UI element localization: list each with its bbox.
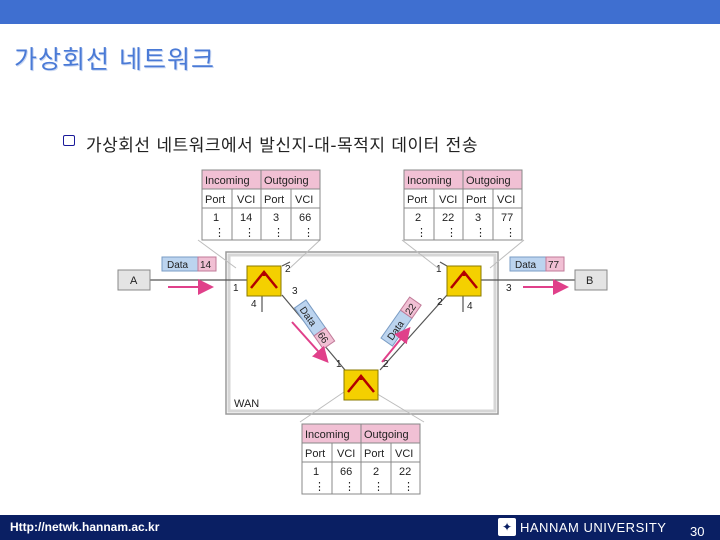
right-port-1: 1 xyxy=(436,264,442,275)
switch-table-right: Incoming Outgoing Port VCI Port VCI 2 22… xyxy=(403,169,523,241)
left-port-3: 3 xyxy=(292,286,298,297)
table-left-dots-4: ⋮ xyxy=(303,227,314,239)
host-b xyxy=(574,269,608,291)
switch-bottom xyxy=(343,369,379,401)
table-right-vci-in: VCI xyxy=(439,194,457,206)
table-left-outgoing: Outgoing xyxy=(264,175,309,187)
table-right-out-port-value: 3 xyxy=(475,212,481,224)
bullet-text: 가상회선 네트워크에서 발신지-대-목적지 데이터 전송 xyxy=(86,136,478,156)
table-bottom-port-out: Port xyxy=(364,448,384,460)
table-right-incoming: Incoming xyxy=(407,175,452,187)
table-left-in-vci-value: 14 xyxy=(240,212,252,224)
table-left-port-out: Port xyxy=(264,194,284,206)
table-right-in-vci-value: 22 xyxy=(442,212,454,224)
footer-university: HANNAM UNIVERSITY xyxy=(520,520,667,535)
table-left-out-vci-value: 66 xyxy=(299,212,311,224)
table-bottom-dots-1: ⋮ xyxy=(314,481,325,493)
table-left-port-in: Port xyxy=(205,194,225,206)
table-right-dots-2: ⋮ xyxy=(446,227,457,239)
checkbox-bullet-icon xyxy=(63,135,75,146)
table-bottom-outgoing: Outgoing xyxy=(364,429,409,441)
table-left-vci-out: VCI xyxy=(295,194,313,206)
table-left-vci-in: VCI xyxy=(237,194,255,206)
host-a xyxy=(117,269,151,291)
table-left-dots-3: ⋮ xyxy=(273,227,284,239)
top-accent-bar xyxy=(0,0,720,24)
packet-right-vci: 77 xyxy=(548,260,560,271)
table-left-incoming: Incoming xyxy=(205,175,250,187)
packet-left-vci: 14 xyxy=(200,260,212,271)
right-port-3: 3 xyxy=(506,283,512,294)
bottom-port-2: 2 xyxy=(383,359,389,370)
table-left-out-port-value: 3 xyxy=(273,212,279,224)
right-port-4: 4 xyxy=(467,301,473,312)
table-bottom-dots-3: ⋮ xyxy=(373,481,384,493)
table-bottom-vci-out: VCI xyxy=(395,448,413,460)
table-bottom-dots-2: ⋮ xyxy=(344,481,355,493)
packet-left: Data 14 xyxy=(161,256,217,272)
page-number: 30 xyxy=(690,524,705,539)
table-left-in-port-value: 1 xyxy=(213,212,219,224)
left-port-4: 4 xyxy=(251,299,257,310)
table-bottom-port-in: Port xyxy=(305,448,325,460)
packet-right: Data 77 xyxy=(509,256,565,272)
table-bottom-vci-in: VCI xyxy=(337,448,355,460)
table-right-dots-1: ⋮ xyxy=(416,227,427,239)
table-right-dots-4: ⋮ xyxy=(505,227,516,239)
slide-title: 가상회선 네트워크 xyxy=(14,45,215,74)
table-right-port-out: Port xyxy=(466,194,486,206)
bottom-port-1: 1 xyxy=(336,359,342,370)
arrow-left-down xyxy=(291,321,329,363)
arrow-right-up xyxy=(381,326,411,363)
wan-label: WAN xyxy=(234,398,259,410)
table-bottom-incoming: Incoming xyxy=(305,429,350,441)
switch-table-left: Incoming Outgoing Port VCI Port VCI 1 14… xyxy=(201,169,321,241)
packet-left-data: Data xyxy=(167,260,189,271)
table-right-outgoing: Outgoing xyxy=(466,175,511,187)
table-bottom-out-vci-value: 22 xyxy=(399,466,411,478)
table-bottom-out-port-value: 2 xyxy=(373,466,379,478)
table-right-out-vci-value: 77 xyxy=(501,212,513,224)
packet-diag-left: Data 66 xyxy=(293,299,336,350)
footer-bar xyxy=(0,515,720,540)
switch-table-bottom: Incoming Outgoing Port VCI Port VCI 1 66… xyxy=(301,423,421,495)
host-a-label: A xyxy=(130,275,138,287)
packet-right-data: Data xyxy=(515,260,537,271)
switch-right xyxy=(446,265,482,297)
table-bottom-in-vci-value: 66 xyxy=(340,466,352,478)
table-bottom-in-port-value: 1 xyxy=(313,466,319,478)
left-port-2: 2 xyxy=(285,264,291,275)
right-port-2: 2 xyxy=(437,297,443,308)
table-right-port-in: Port xyxy=(407,194,427,206)
left-port-1: 1 xyxy=(233,283,239,294)
host-b-label: B xyxy=(586,275,593,287)
table-left-dots-2: ⋮ xyxy=(244,227,255,239)
table-left-dots-1: ⋮ xyxy=(214,227,225,239)
footer-url: Http://netwk.hannam.ac.kr xyxy=(10,520,160,534)
switch-left xyxy=(246,265,282,297)
table-right-in-port-value: 2 xyxy=(415,212,421,224)
university-logo-icon: ✦ xyxy=(498,518,516,536)
table-bottom-dots-4: ⋮ xyxy=(403,481,414,493)
table-right-vci-out: VCI xyxy=(497,194,515,206)
table-right-dots-3: ⋮ xyxy=(475,227,486,239)
